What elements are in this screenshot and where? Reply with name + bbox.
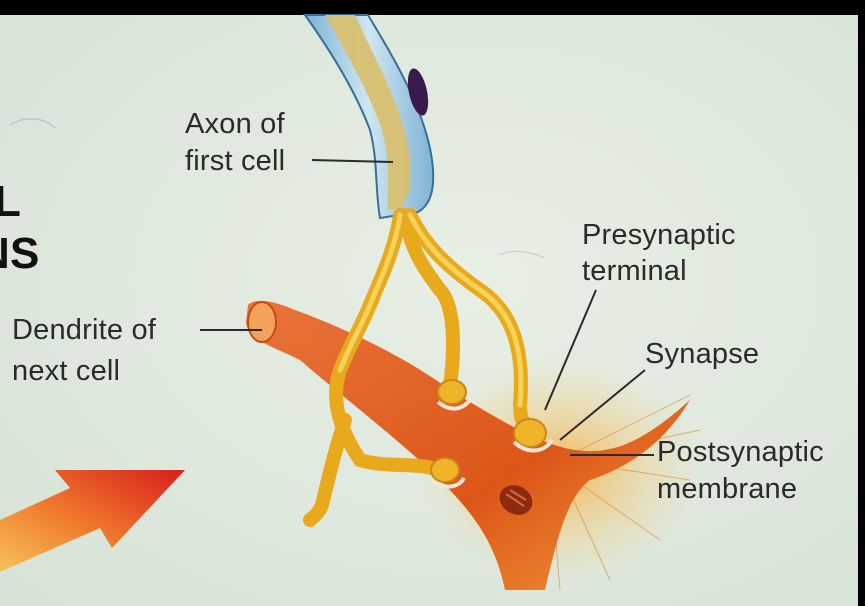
right-frame-bar — [858, 0, 865, 606]
cropped-heading-line1: L — [0, 180, 21, 224]
presynaptic-label-line2: terminal — [582, 255, 687, 288]
presynaptic-label-line1: Presynaptic — [582, 219, 736, 252]
dendrite-label-line2: next cell — [12, 355, 120, 388]
postsynaptic-label-line2: membrane — [657, 473, 797, 506]
cropped-heading-line2: NS — [0, 232, 40, 276]
dendrite-label-line1: Dendrite of — [12, 314, 156, 347]
dendrite-cut-end — [248, 302, 276, 342]
top-frame-bar — [0, 0, 865, 15]
axon-label-line2: first cell — [185, 145, 285, 178]
postsynaptic-label-line1: Postsynaptic — [657, 436, 824, 469]
synapse-label: Synapse — [645, 338, 759, 371]
axon-label-line1: Axon of — [185, 108, 285, 141]
